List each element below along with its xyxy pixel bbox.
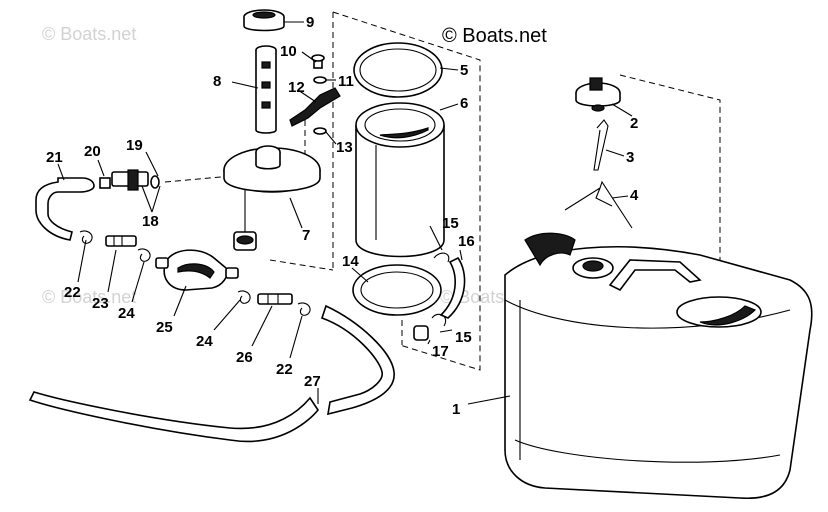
watermark: © Boats.net <box>42 287 136 307</box>
fuel-hose-short[interactable] <box>35 177 95 241</box>
callout-15a: 15 <box>442 215 459 232</box>
leader-lines <box>57 21 633 405</box>
vent-hose[interactable] <box>431 252 466 327</box>
callout-20: 20 <box>84 143 101 160</box>
callout-8: 8 <box>213 73 221 90</box>
copyright-text: © Boats.net <box>442 25 547 47</box>
check-valve-clamp-2[interactable] <box>237 290 251 304</box>
callout-18: 18 <box>142 213 159 230</box>
screw[interactable] <box>311 54 325 69</box>
callout-27: 27 <box>304 373 321 390</box>
vent-fitting[interactable] <box>413 325 429 341</box>
fuel-pickup-assembly[interactable] <box>223 145 321 251</box>
gasket-top[interactable] <box>353 42 443 98</box>
callout-6: 6 <box>460 95 468 112</box>
bail-handle[interactable] <box>564 180 633 229</box>
callout-21: 21 <box>46 149 63 166</box>
watermark: © Boats.net <box>42 24 136 44</box>
nut[interactable] <box>313 127 327 135</box>
hose-fitting[interactable] <box>105 235 137 247</box>
callout-24b: 24 <box>196 333 213 350</box>
hose-fitting-2[interactable] <box>257 293 293 305</box>
callout-2: 2 <box>630 115 638 132</box>
callout-15b: 15 <box>455 329 472 346</box>
hose-clamp[interactable] <box>79 230 93 244</box>
gasket-bottom[interactable] <box>352 264 442 316</box>
fuel-tank[interactable] <box>504 232 813 500</box>
fuel-gauge-rod[interactable] <box>255 45 277 134</box>
callout-25: 25 <box>156 319 173 336</box>
callout-4: 4 <box>630 187 639 204</box>
callout-14: 14 <box>342 253 359 270</box>
callout-17: 17 <box>432 343 449 360</box>
callout-11: 11 <box>338 73 354 90</box>
callout-3: 3 <box>626 149 634 166</box>
callout-22b: 22 <box>276 361 293 378</box>
primer-bulb[interactable] <box>155 249 239 291</box>
callout-9: 9 <box>306 14 314 31</box>
callout-5: 5 <box>460 62 468 79</box>
fuel-line-long[interactable] <box>28 304 395 443</box>
callout-23: 23 <box>92 295 109 312</box>
retainer-clip[interactable] <box>593 119 609 171</box>
gauge-cap[interactable] <box>243 9 285 32</box>
callout-22a: 22 <box>64 284 81 301</box>
callout-24a: 24 <box>118 305 135 322</box>
bracket[interactable] <box>289 87 341 127</box>
callout-13: 13 <box>336 139 353 156</box>
fuel-cap[interactable] <box>575 77 621 112</box>
callout-7: 7 <box>302 227 310 244</box>
callouts: 1 2 3 4 5 6 7 8 9 10 11 12 13 14 15 15 1… <box>46 14 639 418</box>
pickup-housing[interactable] <box>355 102 445 258</box>
washer[interactable] <box>313 76 327 84</box>
callout-10: 10 <box>280 43 297 60</box>
fuel-connector[interactable] <box>99 169 160 191</box>
callout-16: 16 <box>458 233 475 250</box>
callout-12: 12 <box>288 79 305 96</box>
check-valve-clamp[interactable] <box>137 248 151 262</box>
hose-clamp-2[interactable] <box>297 302 311 316</box>
callout-1: 1 <box>452 401 460 418</box>
callout-26: 26 <box>236 349 253 366</box>
callout-19: 19 <box>126 137 143 154</box>
